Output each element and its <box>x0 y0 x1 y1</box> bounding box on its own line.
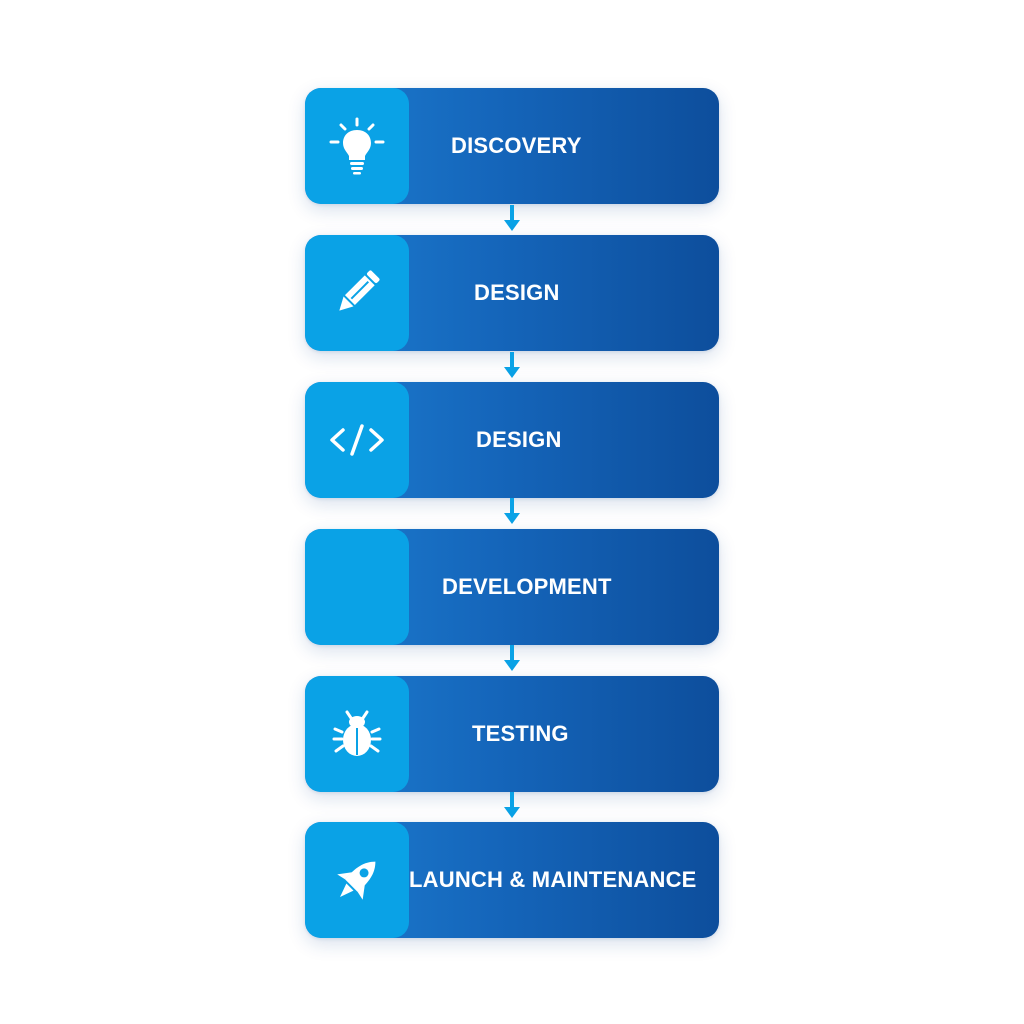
step-label: TESTING <box>472 721 569 746</box>
step-icon-block <box>305 382 409 498</box>
step-testing: TESTING <box>305 676 719 792</box>
arrow-down-icon <box>504 645 520 671</box>
arrow-down-icon <box>504 498 520 524</box>
step-design-code: DESIGN <box>305 382 719 498</box>
step-design: DESIGN <box>305 235 719 351</box>
bug-icon <box>331 708 383 760</box>
arrow-down-icon <box>504 352 520 378</box>
step-development: DEVELOPMENT <box>305 529 719 645</box>
arrow-down-icon <box>504 205 520 231</box>
rocket-icon <box>327 850 387 910</box>
pencil-icon <box>329 265 385 321</box>
step-label: LAUNCH & MAINTENANCE <box>409 867 697 892</box>
step-icon-block <box>305 529 409 645</box>
step-icon-block <box>305 88 409 204</box>
code-icon <box>327 420 387 460</box>
step-label: DESIGN <box>476 427 562 452</box>
step-icon-block <box>305 235 409 351</box>
arrow-down-icon <box>504 792 520 818</box>
step-label: DESIGN <box>474 280 560 305</box>
step-label: DEVELOPMENT <box>442 574 612 599</box>
step-icon-block <box>305 822 409 938</box>
step-label: DISCOVERY <box>451 133 582 158</box>
step-discovery: DISCOVERY <box>305 88 719 204</box>
lightbulb-icon <box>327 116 387 176</box>
step-launch-maintenance: LAUNCH & MAINTENANCE <box>305 822 719 938</box>
step-icon-block <box>305 676 409 792</box>
